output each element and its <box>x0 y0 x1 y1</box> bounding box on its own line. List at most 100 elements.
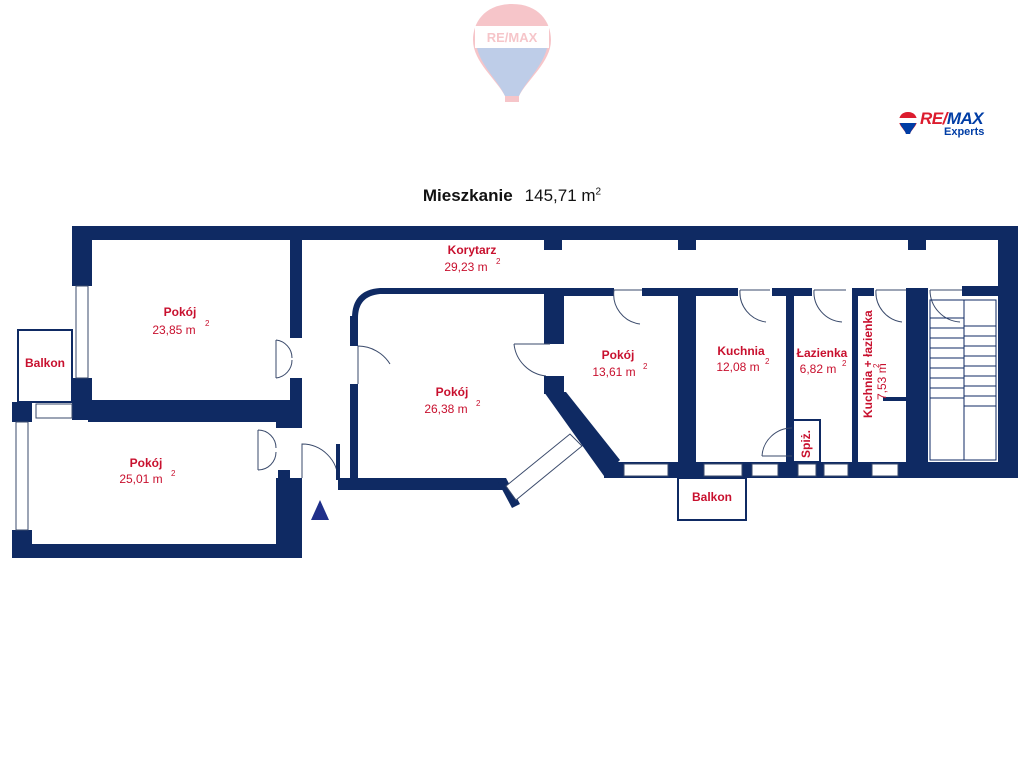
entrance-jamb <box>336 444 340 480</box>
plan-area-exponent: 2 <box>595 186 602 198</box>
spiz-box <box>791 419 821 463</box>
plan-total-area: 145,71 m <box>524 186 596 205</box>
staircase <box>929 299 997 461</box>
plan-title: Mieszkanie 145,71 m2 <box>0 186 1024 206</box>
brand-wordmark: RE/MAX <box>920 109 984 128</box>
label-korytarz: Korytarz 29,23 m 2 <box>444 243 501 274</box>
door-lazienka <box>813 289 846 323</box>
door-stairs <box>929 289 962 323</box>
svg-text:2: 2 <box>842 359 847 368</box>
wall-pokoj4-left-lower <box>544 376 564 394</box>
window-kuchnia-1 <box>703 463 743 477</box>
door-pokoj1 <box>275 339 293 379</box>
wall-pokoj3-left-upper <box>350 316 358 346</box>
svg-text:2: 2 <box>643 362 648 371</box>
wall-pokoj3-top <box>352 288 548 318</box>
wall-pokoj1-pokoj2-corner <box>276 400 302 428</box>
window-pokoj4-1 <box>623 463 669 477</box>
door-pokoj4-top <box>613 289 644 325</box>
svg-text:12,08 m: 12,08 m <box>716 360 759 374</box>
door-entrance <box>301 443 339 481</box>
svg-text:Pokój: Pokój <box>602 348 635 362</box>
korytarz-pillar-3 <box>908 238 926 250</box>
wall-lazienka-kl <box>852 288 858 478</box>
door-kuchnia-lazienka <box>875 289 906 323</box>
window-pokoj3-bay <box>505 433 583 501</box>
svg-text:7,53 m: 7,53 m <box>875 363 889 400</box>
wall-kuchnia-lazienka <box>786 288 794 478</box>
label-pokoj-26-38: Pokój 26,38 m 2 <box>424 385 481 416</box>
svg-text:25,01 m: 25,01 m <box>119 472 162 486</box>
window-kuchnia-2 <box>751 463 779 477</box>
wall-pokoj1-pokoj2 <box>88 400 278 422</box>
door-pokoj4-left <box>513 343 550 377</box>
wall-kl-stairs <box>906 288 928 478</box>
svg-text:6,82 m: 6,82 m <box>800 362 837 376</box>
svg-text:13,61 m: 13,61 m <box>592 365 635 379</box>
svg-text:2: 2 <box>872 363 881 368</box>
wall-pokoj3-left-lower <box>350 384 358 480</box>
balloon-icon <box>899 112 917 134</box>
wall-pokoj4-kuchnia <box>678 288 696 478</box>
outer-wall-top <box>72 226 1018 240</box>
wall-pokoj4-top <box>560 288 614 296</box>
wall-left-rooms-right-lower <box>278 470 290 480</box>
balcony-bottom <box>677 477 747 521</box>
wall-kuchnia-top <box>694 288 738 296</box>
svg-text:2: 2 <box>765 357 770 366</box>
korytarz-pillar-1 <box>544 238 562 250</box>
outer-wall-right <box>998 226 1018 478</box>
svg-text:29,23 m: 29,23 m <box>444 260 487 274</box>
outer-wall-left-lower <box>12 402 32 422</box>
wall-kuchnia-top-right <box>772 288 792 296</box>
wall-pokoj4-left <box>544 288 564 344</box>
korytarz-pillar-2 <box>678 238 696 250</box>
svg-text:2: 2 <box>496 257 501 266</box>
wall-left-rooms-right-upper <box>290 238 302 338</box>
balcony-bottom-label: Balkon <box>692 490 732 504</box>
window-left-corner <box>35 403 73 419</box>
plan-title-label: Mieszkanie <box>422 186 513 205</box>
wall-lazienka-top <box>792 288 812 296</box>
svg-text:2: 2 <box>171 469 176 478</box>
svg-text:2: 2 <box>205 319 210 328</box>
brand-logo: RE/MAX Experts <box>898 109 988 139</box>
door-spiz <box>761 427 793 457</box>
entrance-arrow-icon <box>311 500 329 520</box>
outer-wall-bottom-left <box>12 544 290 558</box>
window-lazienka <box>797 463 817 477</box>
svg-text:Pokój: Pokój <box>130 456 163 470</box>
svg-text:Korytarz: Korytarz <box>448 243 497 257</box>
wall-pokoj4-top-right <box>642 288 682 296</box>
svg-text:2: 2 <box>476 399 481 408</box>
label-pokoj-13-61: Pokój 13,61 m 2 <box>592 348 648 379</box>
wall-pokoj3-bay <box>496 478 520 508</box>
outer-wall-left-mid <box>72 378 92 420</box>
svg-text:26,38 m: 26,38 m <box>424 402 467 416</box>
outer-wall-left-upper <box>72 226 92 286</box>
watermark-balloon-icon: RE/MAX <box>473 4 551 102</box>
watermark-text: RE/MAX <box>487 30 538 45</box>
door-pokoj3 <box>357 345 391 384</box>
label-pokoj-25-01: Pokój 25,01 m 2 <box>119 456 176 486</box>
balcony-left-label: Balkon <box>25 356 65 370</box>
outer-wall-bottom-mid <box>338 478 506 490</box>
wall-pokoj3-bay-right <box>544 392 620 476</box>
wall-kl-top <box>856 288 874 296</box>
label-lazienka: Łazienka 6,82 m 2 <box>797 346 848 376</box>
wall-left-rooms-right-mid <box>290 378 302 402</box>
window-spiz <box>823 463 849 477</box>
svg-text:23,85 m: 23,85 m <box>152 323 195 337</box>
entrance-arrow-stem <box>316 516 324 520</box>
svg-text:Kuchnia + łazienka: Kuchnia + łazienka <box>861 310 875 418</box>
svg-text:Pokój: Pokój <box>436 385 469 399</box>
spiz-label: Spiż. <box>799 430 813 458</box>
svg-text:Łazienka: Łazienka <box>797 346 848 360</box>
balcony-left <box>17 329 73 403</box>
label-kuchnia-lazienka: Kuchnia + łazienka 7,53 m 2 <box>861 310 889 418</box>
brand-subtitle: Experts <box>944 126 985 138</box>
label-kuchnia: Kuchnia 12,08 m 2 <box>716 344 770 374</box>
door-kuchnia <box>739 289 770 323</box>
window-left-lower <box>15 421 29 531</box>
